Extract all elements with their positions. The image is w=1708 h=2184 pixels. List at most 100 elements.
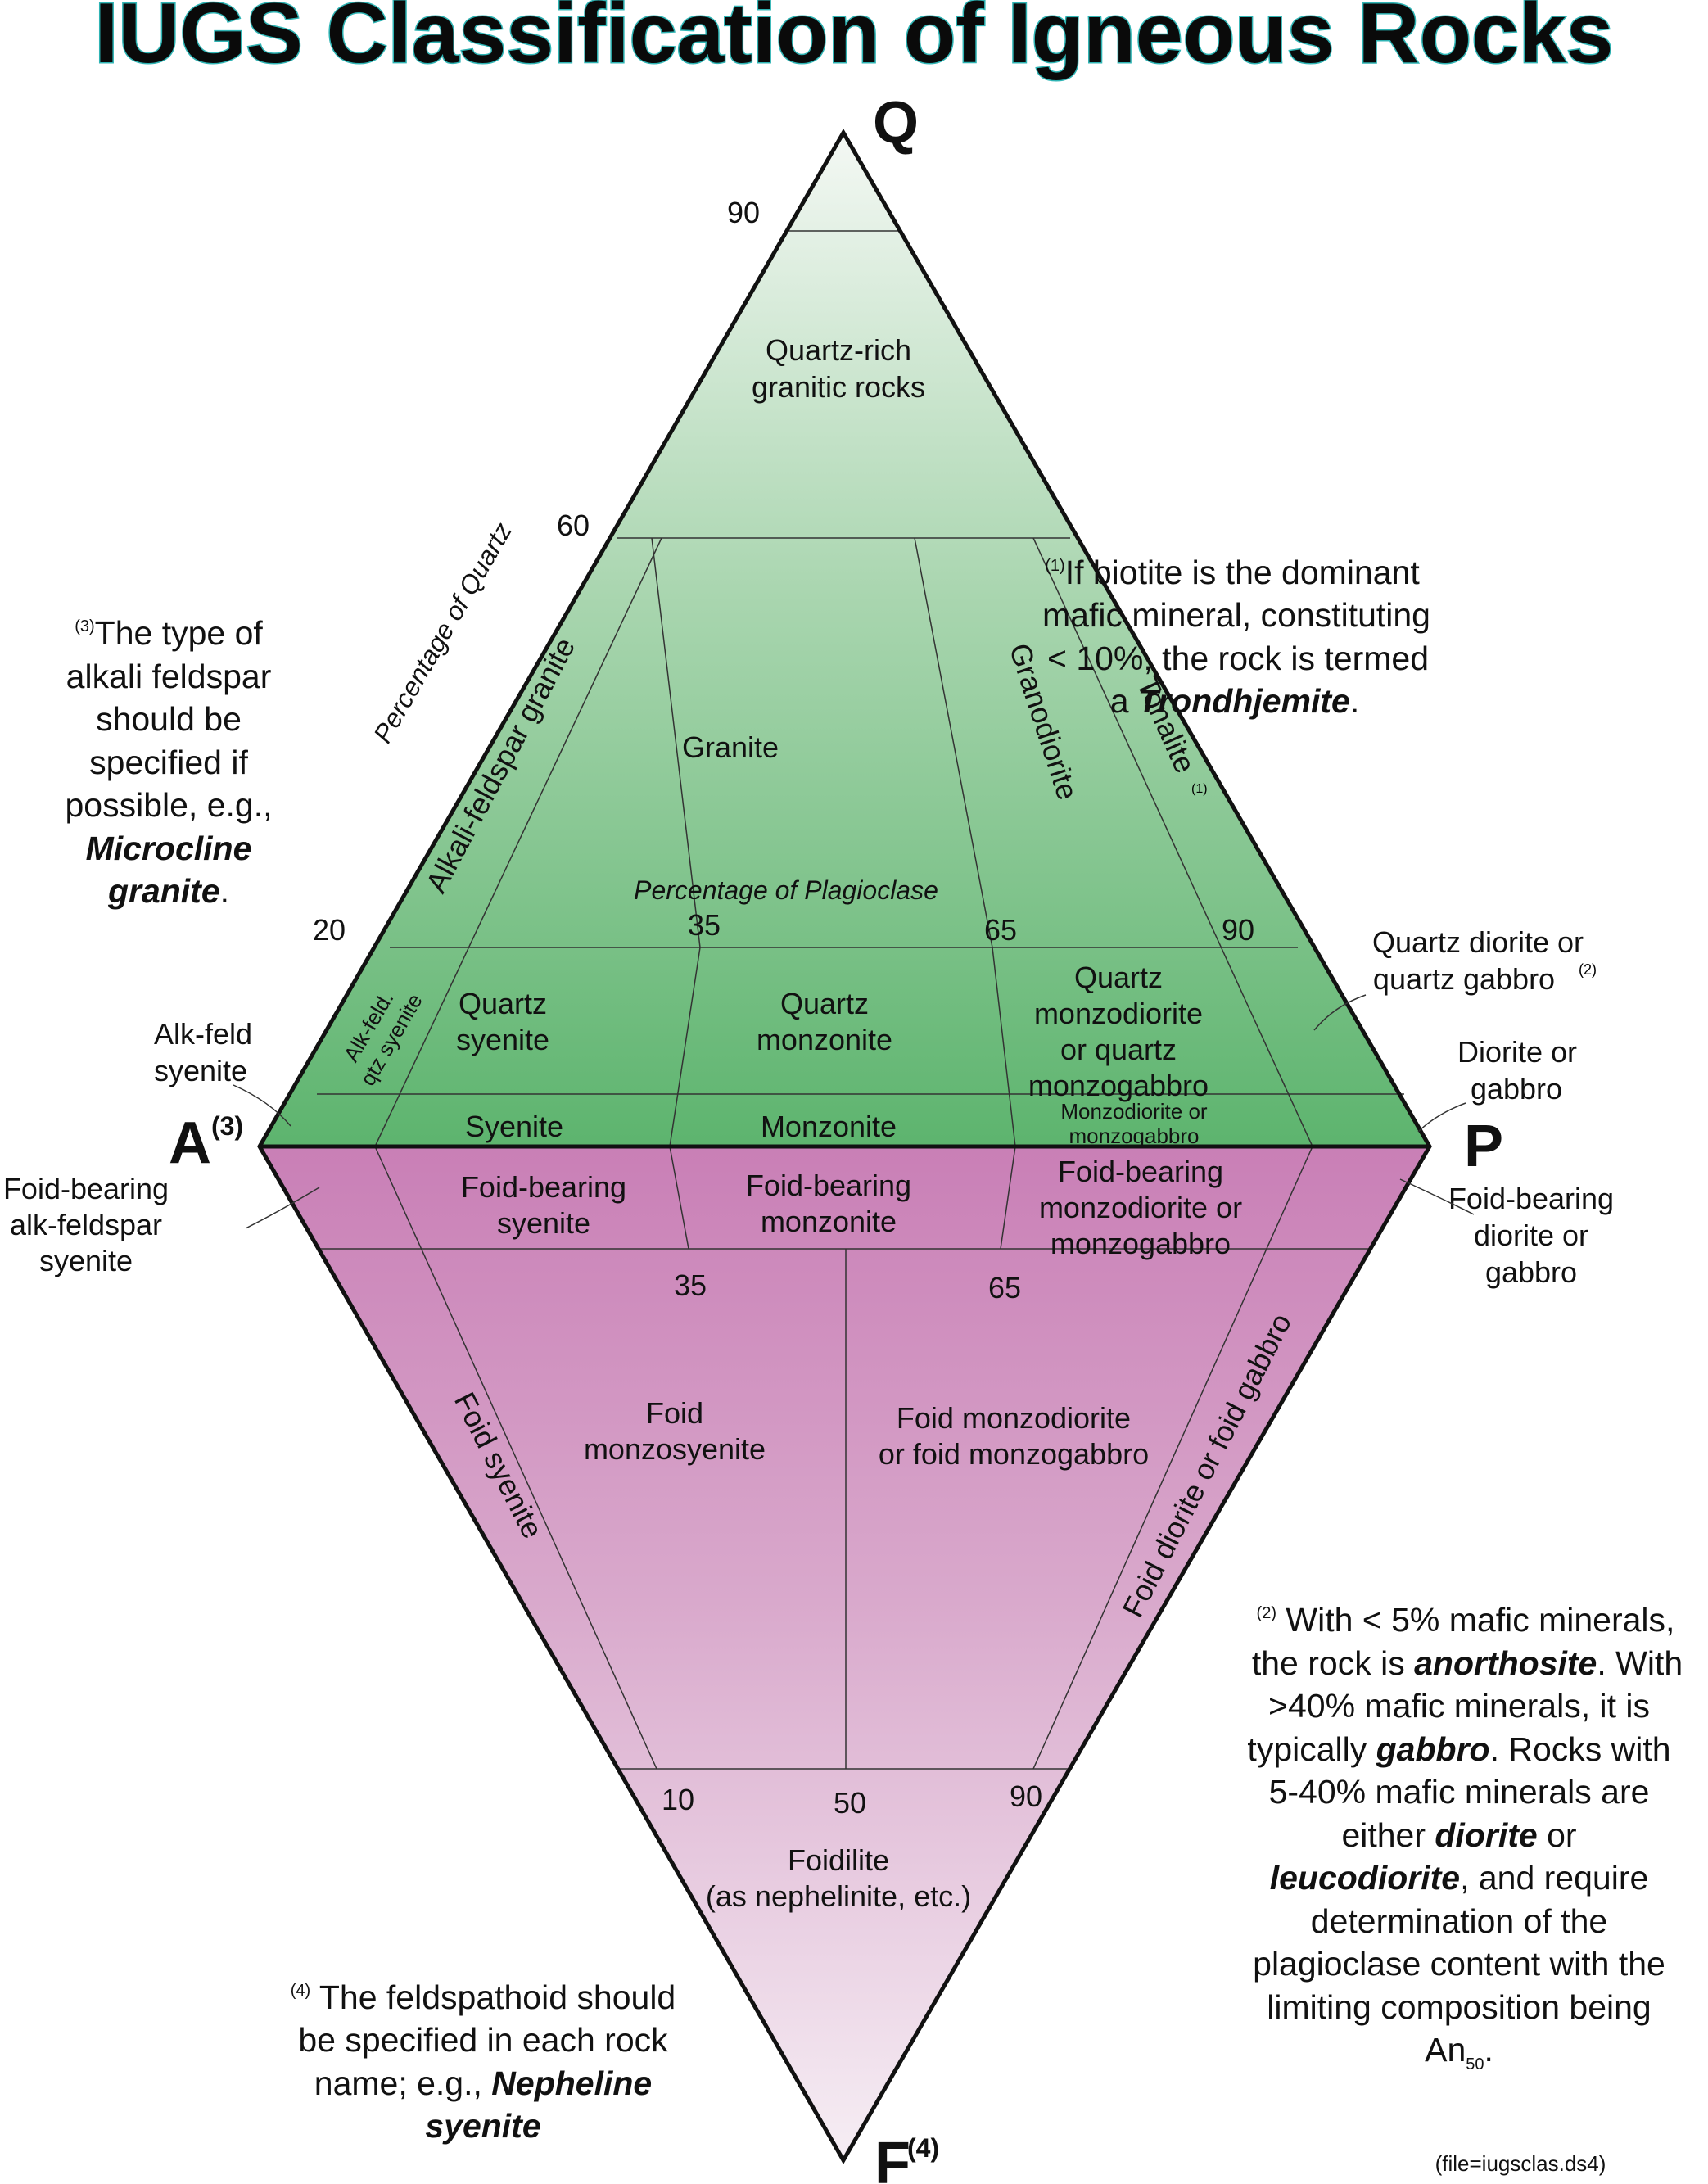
footnote-2-text-6a: either	[1341, 1816, 1435, 1854]
field-quartz-monzodiorite-l3: or quartz	[1060, 1033, 1177, 1066]
qap-triangle	[260, 133, 1430, 1146]
field-monzonite: Monzonite	[761, 1110, 897, 1143]
field-foid-bearing-monzonite-l2: monzonite	[761, 1205, 897, 1238]
tick-l35: 35	[674, 1268, 707, 1302]
footnote-1: (1)If biotite is the dominant mafic mine…	[1042, 554, 1430, 720]
tick-p65: 65	[984, 913, 1017, 947]
footnote-2-text-11a: An	[1425, 2031, 1466, 2069]
footnote-3-granite: granite	[107, 872, 220, 910]
footnote-2-gabbro: gabbro	[1376, 1730, 1490, 1768]
label-foid-bearing-diorite-l2: diorite or	[1474, 1219, 1588, 1252]
file-label: (file=iugsclas.ds4)	[1435, 2151, 1606, 2176]
field-tonalite-sup: (1)	[1191, 782, 1208, 796]
field-quartz-monzonite: Quartz monzonite	[757, 987, 892, 1056]
leader-foid-alk-syenite	[245, 1187, 320, 1229]
footnote-3-text-1: The type of	[95, 614, 264, 652]
footnote-2-diorite: diorite	[1435, 1816, 1537, 1854]
footnote-2-line-1: (2) With < 5% mafic minerals,	[1257, 1601, 1675, 1639]
footnote-2-line-5: 5-40% mafic minerals are	[1269, 1773, 1650, 1811]
p35-upper-b	[669, 947, 701, 1147]
label-diorite-l1: Diorite or	[1457, 1035, 1577, 1069]
footnote-2-subscript-50: 50	[1466, 2055, 1484, 2073]
footnote-2-leucodiorite: leucodiorite	[1270, 1859, 1460, 1897]
apex-f-sup: (4)	[907, 2133, 939, 2163]
field-foid-bearing-monzodiorite-l1: Foid-bearing	[1058, 1155, 1223, 1188]
leader-alk-feld-syenite	[233, 1084, 291, 1127]
p10-lower	[374, 1146, 657, 1770]
p90-upper	[1032, 537, 1313, 1147]
footnote-2: (2) With < 5% mafic minerals, the rock i…	[1247, 1601, 1683, 2073]
label-quartz-diorite-l2: quartz gabbro	[1373, 962, 1555, 996]
label-foid-bearing-diorite-l1: Foid-bearing	[1448, 1182, 1614, 1215]
field-monzodiorite: Monzodiorite or monzogabbro	[1060, 1099, 1208, 1148]
field-monzodiorite-l2: monzogabbro	[1069, 1124, 1200, 1148]
label-quartz-diorite-l1: Quartz diorite or	[1372, 925, 1584, 959]
field-foid-bearing-monzodiorite-l2: monzodiorite or	[1039, 1191, 1242, 1224]
footnote-1-sup: (1)	[1045, 557, 1064, 575]
footnote-2-text-7b: , and require	[1460, 1859, 1648, 1897]
footnote-2-line-10: limiting composition being	[1267, 1988, 1651, 2026]
apex-q: Q	[873, 90, 919, 156]
footnote-3-sup: (3)	[75, 617, 94, 635]
field-foid-monzosyenite: Foid monzosyenite	[584, 1396, 766, 1466]
field-foid-monzodiorite-l2: or foid monzogabbro	[879, 1437, 1149, 1471]
label-foid-alk-syenite: Foid-bearing alk-feldspar syenite	[3, 1172, 320, 1277]
leader-foid-bearing-diorite	[1399, 1178, 1475, 1215]
field-foidilite: Foidilite (as nephelinite, etc.)	[706, 1843, 971, 1913]
footnote-2-line-8: determination of the	[1311, 1902, 1607, 1940]
footnote-3-line-7: granite.	[107, 872, 229, 910]
leader-diorite	[1417, 1102, 1466, 1133]
field-quartz-syenite: Quartz syenite	[456, 987, 549, 1056]
label-foid-alk-syenite-l3: syenite	[39, 1244, 133, 1277]
field-quartz-rich-l2: granitic rocks	[752, 370, 925, 404]
field-quartz-syenite-l1: Quartz	[459, 987, 547, 1020]
label-quartz-diorite: Quartz diorite or quartz gabbro (2)	[1313, 925, 1597, 1031]
p65-upper-b	[992, 947, 1016, 1147]
field-quartz-monzonite-l1: Quartz	[780, 987, 869, 1020]
footnote-4-text-1: The feldspathoid should	[310, 1978, 676, 2016]
apex-p: P	[1464, 1114, 1503, 1179]
footnote-2-line-3: >40% mafic minerals, it is	[1268, 1687, 1650, 1725]
field-monzodiorite-l1: Monzodiorite or	[1060, 1099, 1208, 1124]
tick-f90: 90	[1010, 1779, 1042, 1813]
footnote-4-text-3a: name; e.g.,	[314, 2064, 492, 2102]
label-foid-alk-syenite-l1: Foid-bearing	[3, 1172, 169, 1205]
label-alk-feld-syenite: Alk-feld syenite	[154, 1017, 291, 1127]
tick-q90: 90	[727, 196, 760, 229]
label-diorite-l2: gabbro	[1471, 1072, 1562, 1106]
apex-f: F	[874, 2131, 910, 2184]
footnote-3-line-1: (3)The type of	[75, 614, 263, 652]
diamond-outline	[257, 128, 1432, 2165]
field-granite: Granite	[682, 730, 779, 764]
p65-lower	[1000, 1146, 1016, 1250]
footnote-3-line-5: possible, e.g.,	[66, 786, 273, 824]
field-foidilite-l2: (as nephelinite, etc.)	[706, 1879, 971, 1913]
footnote-3: (3)The type of alkali feldspar should be…	[66, 614, 273, 910]
axis-label-quartz: Percentage of Quartz	[368, 518, 517, 748]
footnote-1-text-4c: .	[1350, 682, 1359, 720]
apex-a: A	[169, 1110, 211, 1176]
p35-lower	[669, 1146, 689, 1250]
tick-p35: 35	[688, 908, 721, 942]
footnote-4-line-3: name; e.g., Nepheline	[314, 2064, 652, 2102]
apf-triangle	[260, 1146, 1430, 2160]
field-foid-bearing-syenite-l1: Foid-bearing	[461, 1170, 626, 1204]
tick-q20: 20	[313, 913, 346, 947]
footnote-2-text-4c: . Rocks with	[1490, 1730, 1671, 1768]
footnote-1-text-4a: a	[1110, 682, 1138, 720]
footnote-1-text-1: If biotite is the dominant	[1065, 554, 1421, 591]
footnote-2-text-2a: the rock is	[1252, 1644, 1414, 1682]
label-foid-bearing-diorite: Foid-bearing diorite or gabbro	[1399, 1178, 1614, 1289]
footnote-2-anorthosite: anorthosite	[1414, 1644, 1597, 1682]
p35-upper-a	[651, 537, 701, 948]
field-foid-bearing-monzonite: Foid-bearing monzonite	[746, 1169, 911, 1238]
field-syenite: Syenite	[465, 1110, 563, 1143]
footnote-2-text-2c: . With	[1597, 1644, 1683, 1682]
axis-label-plagioclase: Percentage of Plagioclase	[634, 875, 938, 905]
division-lines	[317, 230, 1404, 1770]
tick-l65: 65	[988, 1271, 1021, 1305]
label-alk-feld-syenite-l1: Alk-feld	[154, 1017, 252, 1051]
diagram-title: IUGS Classification of Igneous Rocks	[94, 0, 1613, 81]
field-quartz-monzodiorite-l4: monzogabbro	[1028, 1069, 1209, 1102]
